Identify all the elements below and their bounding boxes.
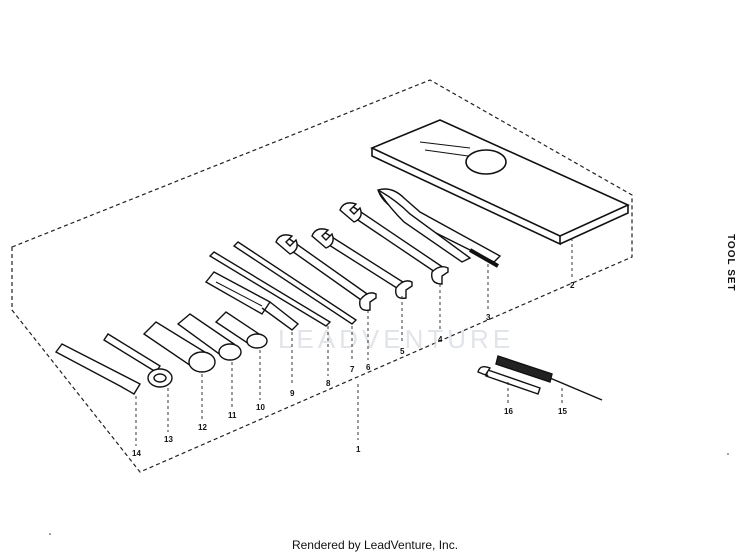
socket-10 — [214, 311, 268, 349]
footer-credit: Rendered by LeadVenture, Inc. — [291, 538, 459, 552]
screwdriver-shaft — [208, 251, 332, 327]
socket-12 — [142, 321, 216, 373]
part-label-5: 5 — [400, 347, 405, 356]
flat-spanner — [54, 343, 141, 395]
wrench-4 — [339, 202, 449, 285]
small-wrench — [477, 365, 541, 395]
part-label-7: 7 — [350, 365, 355, 374]
part-label-8: 8 — [326, 379, 331, 388]
part-label-13: 13 — [164, 435, 173, 444]
leader-lines — [135, 238, 573, 446]
registration-dot — [727, 453, 729, 455]
socket-11 — [176, 313, 242, 361]
screwdriver-15 — [495, 355, 603, 401]
pliers — [377, 188, 502, 268]
part-label-10: 10 — [256, 403, 265, 412]
part-label-1: 1 — [356, 445, 361, 454]
part-label-12: 12 — [198, 423, 207, 432]
part-label-16: 16 — [504, 407, 513, 416]
part-label-9: 9 — [290, 389, 295, 398]
extension-bar — [232, 241, 358, 325]
part-label-14: 14 — [132, 449, 141, 458]
kit-outline-dashed — [11, 79, 633, 473]
watermark-text: LEADVENTURE — [278, 324, 514, 354]
part-label-6: 6 — [366, 363, 371, 372]
wrench-6 — [275, 234, 377, 311]
wrench-5 — [311, 228, 413, 299]
ring-spanner — [103, 333, 173, 388]
part-label-4: 4 — [438, 335, 443, 344]
registration-dot — [49, 533, 51, 535]
part-label-3: 3 — [486, 313, 491, 322]
part-label-2: 2 — [570, 281, 575, 290]
screwdriver-handle — [204, 271, 300, 331]
tool-bag — [370, 119, 630, 246]
section-title: TOOL SET — [725, 234, 736, 292]
part-label-15: 15 — [558, 407, 567, 416]
part-label-11: 11 — [228, 411, 237, 420]
